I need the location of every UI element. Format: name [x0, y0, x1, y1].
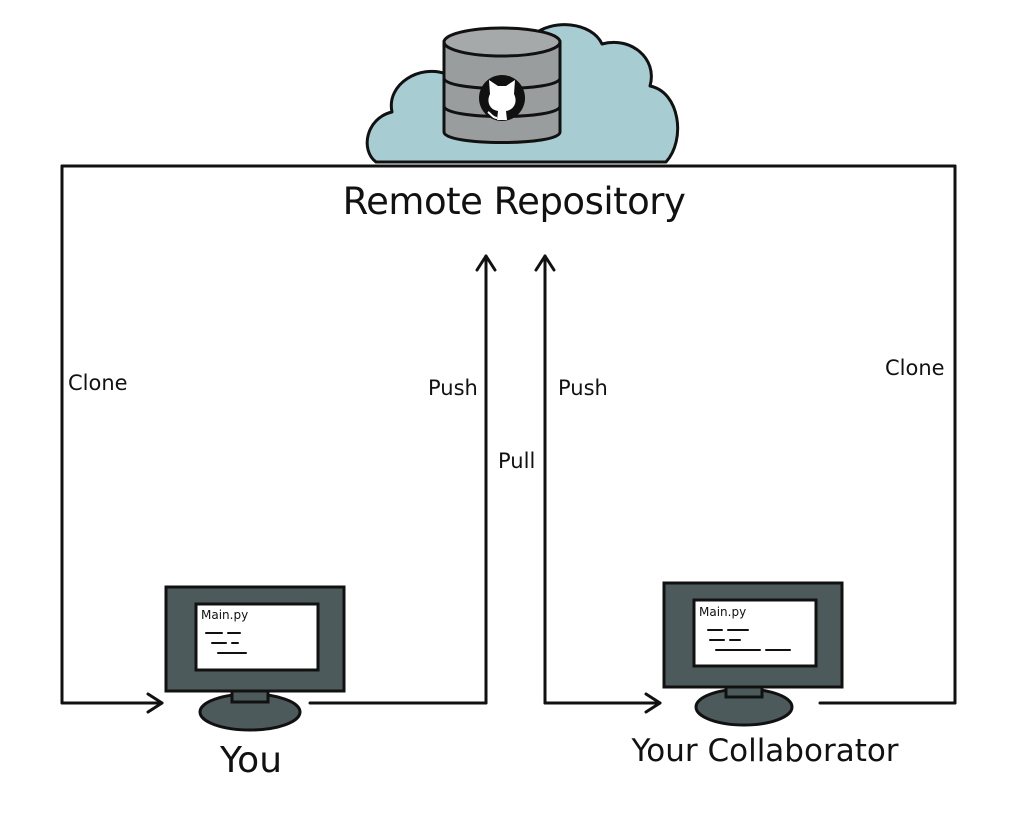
remote-repository-label: Remote Repository	[342, 180, 686, 223]
collaborator-computer-icon	[662, 581, 844, 727]
you-label: You	[219, 740, 283, 781]
arrow-to-collaborator	[644, 692, 662, 714]
arrow-up-left-push	[475, 254, 497, 272]
collaborator-label: Your Collaborator	[631, 733, 899, 769]
collaborator-screen-filename: Main.py	[699, 605, 747, 619]
arrow-to-you	[146, 692, 164, 714]
github-icon	[479, 75, 525, 121]
connector-lines	[60, 164, 957, 705]
arrow-up-right-push	[534, 254, 556, 272]
you-screen-filename: Main.py	[201, 608, 249, 622]
right-push-label: Push	[558, 376, 608, 400]
you-computer-icon	[164, 585, 346, 732]
left-clone-label: Clone	[68, 371, 128, 395]
pull-label: Pull	[498, 449, 536, 473]
arrowheads	[146, 254, 662, 714]
right-clone-label: Clone	[885, 356, 945, 380]
left-push-label: Push	[428, 376, 478, 400]
